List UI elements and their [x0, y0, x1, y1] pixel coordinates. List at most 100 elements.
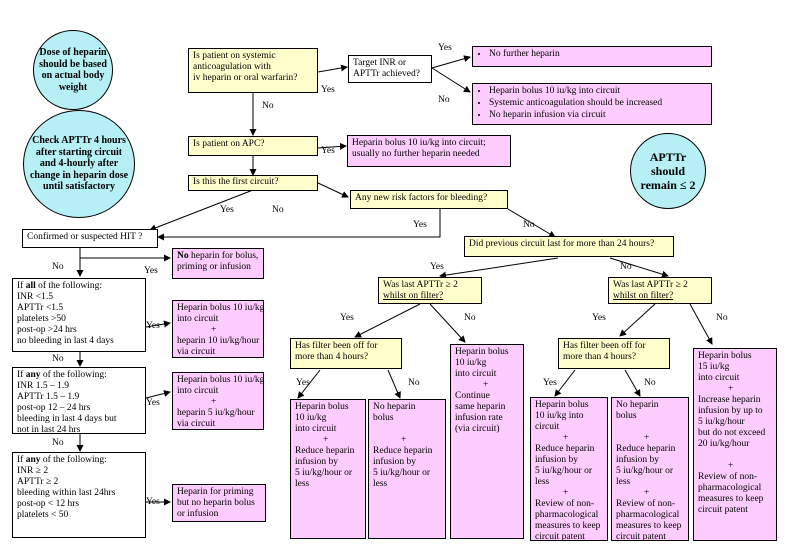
- no-label: No: [52, 438, 64, 448]
- q-previous-box: Did previous circuit last for more than …: [464, 236, 674, 257]
- yes-label: Yes: [340, 313, 354, 323]
- a-r3-line: 15 iu/kg: [698, 362, 730, 372]
- a-dose5-line: via circuit: [177, 419, 216, 429]
- a-m2-line: 5 iu/kg/hour or: [373, 468, 430, 478]
- cond-any1-line: post-op 12 – 24 hrs: [17, 403, 91, 413]
- a-r2-line: No heparin: [616, 400, 659, 410]
- cond-any1-line: not in last 24 hrs: [17, 425, 81, 435]
- q-systemic-l1: Is patient on systemic: [193, 51, 276, 61]
- a-bolus-sys-item: Systemic anticoagulation should be incre…: [489, 98, 707, 109]
- no-label: No: [523, 220, 535, 230]
- a-dose10-line: Heparin bolus 10 iu/kg: [177, 303, 265, 313]
- no-label: No: [716, 313, 728, 323]
- a-r3-line: +: [728, 461, 734, 471]
- a-r1-line: measures to keep: [535, 521, 601, 531]
- q-hit-text: Confirmed or suspected HIT ?: [27, 232, 143, 242]
- a-r3-line: infusion by up to: [698, 406, 763, 416]
- cond-any1-post: of the following:: [40, 370, 107, 380]
- yes-label: Yes: [220, 205, 234, 215]
- cond-any1-pre: If: [17, 370, 26, 380]
- a-r2-line: bolus: [616, 411, 637, 421]
- a-noheparin-l2: priming or infusion: [177, 262, 251, 272]
- yes-label: Yes: [592, 313, 606, 323]
- cond-all-line: INR <1.5: [17, 292, 53, 302]
- a-r3-line: Review of non-: [698, 472, 758, 482]
- a-nofurther-text: No further heparin: [489, 49, 707, 60]
- a-priming-line: or infusion: [177, 509, 219, 519]
- yes-label: Yes: [321, 146, 335, 156]
- yes-label: Yes: [438, 43, 452, 53]
- a-m1-line: infusion by: [295, 457, 339, 467]
- yes-label: Yes: [543, 378, 557, 388]
- yes-label: Yes: [146, 497, 160, 507]
- q-apc-text: Is patient on APC?: [193, 139, 265, 149]
- no-label: No: [52, 262, 64, 272]
- a-dose5-line: Heparin bolus 10 iu/kg: [177, 375, 265, 385]
- a-apc-l2: usually no further heparin needed: [352, 149, 480, 159]
- a-bolus-sys-item: No heparin infusion via circuit: [489, 110, 707, 121]
- cond-all-pre: If: [17, 281, 26, 291]
- cond-any1-line: APTTr 1.5 – 1.9: [17, 392, 80, 402]
- yes-label: Yes: [144, 266, 158, 276]
- a-r1-line: +: [563, 433, 569, 443]
- q-filteroff-right-l2: more than 4 hours?: [563, 352, 637, 362]
- aptt-remain-text: APTTr should remain ≤ 2: [640, 150, 696, 192]
- a-bolus-sys-item: Heparin bolus 10 iu/kg into circuit: [489, 86, 707, 97]
- q-filteroff-right-box: Has filter been off for more than 4 hour…: [558, 338, 670, 369]
- cond-any2-line: INR ≥ 2: [17, 466, 49, 476]
- a-m2-line: Reduce heparin: [373, 446, 433, 456]
- q-previous-text: Did previous circuit last for more than …: [469, 239, 655, 249]
- a-r2-line: less: [616, 477, 631, 487]
- no-label: No: [438, 95, 450, 105]
- cond-any1-line: bleeding in last 4 days but: [17, 414, 117, 424]
- q-apttr-left-l1: Was last APTTr ≥ 2: [383, 280, 458, 290]
- a-r1-line: 5 iu/kg/hour or: [535, 466, 592, 476]
- a-m1-line: 5 iu/kg/hour or: [295, 468, 352, 478]
- a-r2-line: Review of non-: [616, 499, 676, 509]
- a-r1-box: Heparin bolus 10 iu/kg into circuit + Re…: [530, 397, 608, 542]
- a-dose10-line: into circuit: [177, 314, 219, 324]
- cond-all-line: no bleeding in last 4 days: [17, 336, 114, 346]
- a-m3-line: 10 iu/kg: [455, 358, 487, 368]
- a-m3-line: into circuit: [455, 369, 497, 379]
- a-r3-line: circuit patent: [698, 505, 748, 515]
- q-apttr-right-box: Was last APTTr ≥ 2 whilst on filter?: [608, 277, 712, 304]
- a-m1-line: +: [323, 435, 329, 445]
- cond-any2-em: any: [25, 455, 41, 465]
- no-label: No: [52, 354, 64, 364]
- a-m2-box: No heparin bolus + Reduce heparin infusi…: [368, 399, 446, 539]
- a-r2-line: [616, 422, 684, 433]
- a-r1-line: pharmacological: [535, 510, 599, 520]
- a-m3-line: +: [483, 380, 489, 390]
- a-m2-line: less: [373, 479, 388, 489]
- a-m1-line: into circuit: [295, 424, 337, 434]
- cond-any2-post: of the following:: [40, 455, 107, 465]
- a-m3-line: infusion rate: [455, 413, 503, 423]
- cond-all-line: post-op >24 hrs: [17, 325, 77, 335]
- a-m2-line: [373, 424, 441, 435]
- a-m2-line: bolus: [373, 413, 394, 423]
- a-dose10-line: via circuit: [177, 347, 216, 357]
- a-m1-line: 10 iu/kg: [295, 413, 327, 423]
- cond-any2-line: APTTr ≥ 2: [17, 477, 59, 487]
- a-m1-line: Reduce heparin: [295, 446, 355, 456]
- a-dose5-line: +: [211, 397, 217, 407]
- a-dose10-line: heparin 10 iu/kg/hour: [177, 336, 260, 346]
- q-filteroff-mid-l1: Has filter been off for: [295, 341, 378, 351]
- no-label: No: [408, 378, 420, 388]
- a-r3-line: 5 iu/kg/hour: [698, 417, 745, 427]
- a-priming-box: Heparin for priming but no heparin bolus…: [172, 484, 266, 522]
- cond-all-line: platelets >50: [17, 314, 66, 324]
- no-label: No: [464, 313, 476, 323]
- a-r3-line: but do not exceed: [698, 428, 766, 438]
- q-first-text: Is this the first circuit?: [193, 177, 279, 187]
- a-m2-line: infusion by: [373, 457, 417, 467]
- cond-any2-line: bleeding within last 24hrs: [17, 488, 116, 498]
- q-filteroff-mid-l2: more than 4 hours?: [295, 352, 369, 362]
- a-r1-line: 10 iu/kg into: [535, 411, 584, 421]
- a-r2-line: +: [644, 488, 650, 498]
- q-systemic-l2: anticoagulation with: [193, 62, 271, 72]
- a-r2-line: circuit patent: [616, 532, 666, 542]
- a-dose10-box: Heparin bolus 10 iu/kg into circuit + he…: [172, 300, 264, 358]
- a-r1-line: Heparin bolus: [535, 400, 589, 410]
